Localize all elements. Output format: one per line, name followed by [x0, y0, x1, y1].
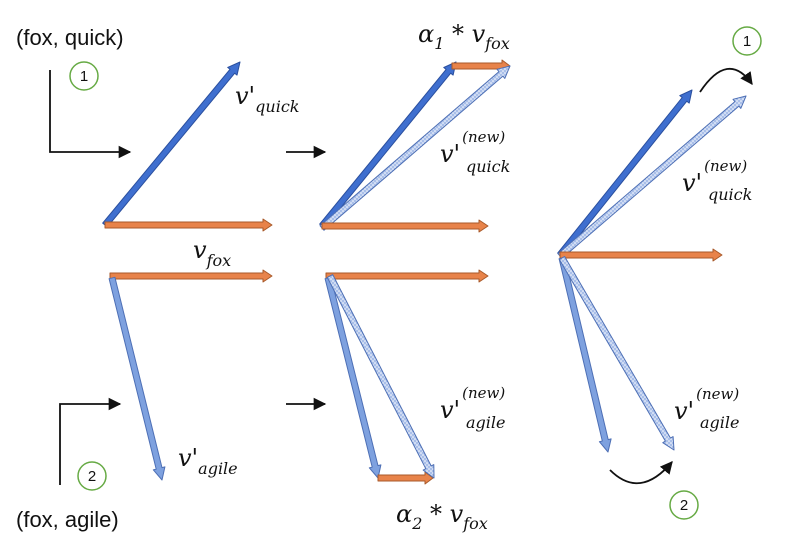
- vector-arrow-v-fox-3: [559, 248, 723, 262]
- step-badge-1: [69, 61, 99, 91]
- vector-arrow-v-quick: [102, 61, 241, 228]
- axes-indicator-bottom: [59, 397, 122, 485]
- rotation-arrow-top: [699, 67, 753, 93]
- vector-arrow-v-agile-old-3: [558, 256, 612, 453]
- label-alpha2-v-fox: α2 * vfox: [396, 500, 488, 533]
- vector-arrow-v-agile-new: [326, 274, 435, 479]
- panel-1-vectors: [102, 61, 273, 481]
- label-v-agile-new-3: v'(new): [674, 385, 739, 425]
- step-badge-2-number: 2: [88, 468, 96, 485]
- step-badge-2-right-number: 2: [680, 497, 688, 514]
- axes-indicator-top: [49, 70, 132, 159]
- vector-arrow-v-quick-old-3: [557, 89, 693, 258]
- label-v-quick-new-sub: quick: [466, 157, 510, 176]
- step-badge-1-right-number: 1: [743, 33, 751, 50]
- vector-arrow-v-agile: [108, 276, 166, 481]
- step-badge-2-right: [669, 490, 699, 520]
- step-badge-2: [77, 461, 107, 491]
- label-v-agile: v'agile: [178, 444, 238, 478]
- pair-label-fox-agile: (fox, agile): [16, 507, 119, 532]
- vector-arrow-v-fox-bottom-2: [325, 269, 489, 283]
- label-v-quick-new-3: v'(new): [682, 157, 747, 197]
- step-badge-1-number: 1: [80, 68, 88, 85]
- step-badge-1-right: [732, 26, 762, 56]
- vector-arrow-v-quick-old: [319, 61, 457, 229]
- label-v-agile-new-3-sub: agile: [700, 413, 739, 432]
- panel-3-vectors: [557, 89, 747, 453]
- vector-arrow-alpha2-v-fox: [377, 471, 434, 485]
- label-v-agile-new: v'(new): [440, 384, 505, 424]
- vector-arrow-v-agile-old: [324, 276, 382, 479]
- vector-arrow-v-fox-bottom: [109, 269, 273, 283]
- vector-arrow-v-agile-new-3: [558, 256, 675, 451]
- label-v-fox: vfox: [193, 236, 231, 270]
- label-v-quick-new: v'(new): [440, 128, 505, 168]
- vector-arrow-v-fox-top: [104, 218, 273, 232]
- rotation-arrow-bottom: [609, 461, 673, 485]
- pair-label-fox-quick: (fox, quick): [16, 25, 124, 50]
- label-alpha1-v-fox: α1 * vfox: [418, 20, 510, 53]
- vector-arrow-v-quick-new-3: [557, 95, 747, 259]
- vector-arrow-v-quick-new: [319, 65, 511, 231]
- label-v-quick-new-3-sub: quick: [708, 185, 752, 204]
- vector-arrow-v-fox-top-2: [321, 219, 489, 233]
- panel-2-vectors: [319, 59, 511, 485]
- label-v-quick: v'quick: [235, 82, 299, 116]
- label-v-agile-new-sub: agile: [466, 413, 505, 432]
